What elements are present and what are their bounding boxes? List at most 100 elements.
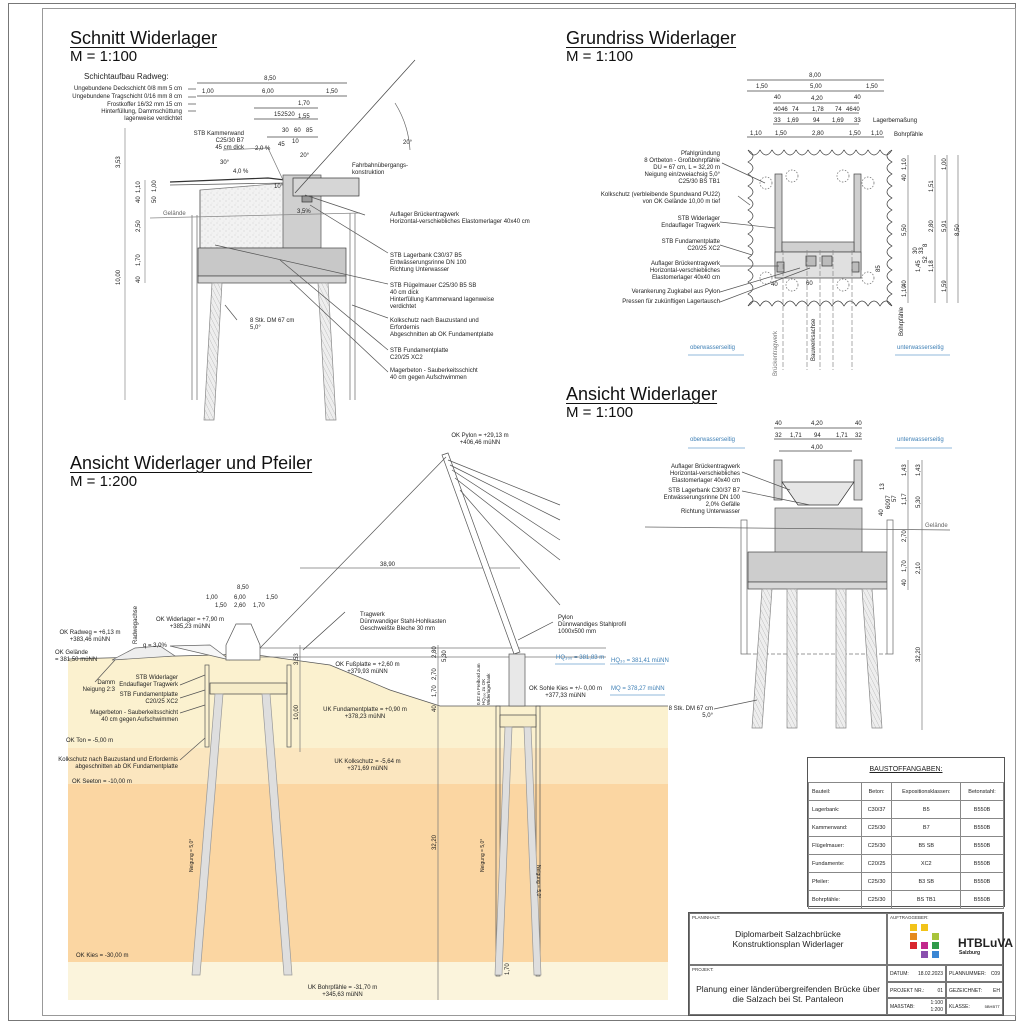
dim: 1,10 [136, 181, 142, 193]
dim: 1,45 [916, 260, 922, 272]
ok-sohle-label: OK Sohle Kies = +/- 0,00 m+377,33 müNN [528, 686, 603, 699]
logo-text: HTBLuVA [958, 936, 1014, 950]
gezeichnet-label: GEZEICHNET: [949, 988, 983, 994]
table-cell: BS TB1 [891, 890, 962, 909]
table-cell: C25/30 [860, 818, 893, 837]
dim: 2,80 [812, 131, 824, 137]
dim: 46 [781, 107, 788, 113]
dim: 33 [854, 118, 861, 124]
dim: 2,60 [234, 603, 246, 609]
angle: 20° [403, 140, 413, 146]
ok-fussplatte-label: OK Fußplatte = +2,60 m+379,93 müNN [335, 662, 400, 675]
dim: 40 [775, 421, 782, 427]
planinhalt-cell: PLANINHALT: Diplomarbeit Salzachbrücke K… [689, 913, 887, 965]
planinhalt-caption: PLANINHALT: [692, 915, 721, 920]
plannummer-value: C09 [990, 971, 1000, 977]
projektnr-value: 01 [937, 988, 943, 994]
dim: 1,43 [902, 464, 908, 476]
side-label-oberwasser: oberwasserseitig [690, 437, 736, 443]
baustoffangaben-table: BAUSTOFFANGABEN: Bauteil: Beton: Exposit… [807, 757, 1005, 909]
angle: 10° [274, 184, 284, 190]
massstab-cell: MAßSTAB: 1:100 1:200 [887, 998, 946, 1015]
dim: 5,30 [916, 496, 922, 508]
dim: 33 [919, 247, 925, 254]
dim: 33 [774, 118, 781, 124]
level-ok-seeton: OK Seeton = -10,00 m [72, 779, 132, 785]
dim: 40 [853, 107, 860, 113]
span-dim: 38,90 [380, 562, 396, 568]
planinhalt-line-1: Diplomarbeit Salzachbrücke [735, 929, 841, 939]
dim: 3,53 [294, 653, 300, 665]
dim: 5,50 [902, 224, 908, 236]
dim: 8,50 [955, 224, 961, 236]
klasse-value: 5BHBTT [984, 1004, 1000, 1009]
table-cell: Bohrpfähle: [808, 890, 862, 909]
dim: 1,10 [871, 131, 883, 137]
table-cell: C20/25 [860, 854, 893, 873]
logo-square [921, 924, 928, 931]
axis-label-brueckentragwerk: Brückentragwerk [773, 330, 779, 376]
massstab-value: 1:200 [930, 1007, 943, 1013]
datum-label: DATUM: [890, 971, 909, 977]
logo-square [910, 942, 917, 949]
dim: 1,70 [253, 603, 265, 609]
axis-label-bohrpfaehle: Bohrpfähle [899, 306, 905, 336]
dim: 2,70 [432, 668, 438, 680]
dim: 50 [152, 196, 158, 203]
dim: 3,53 [116, 156, 122, 168]
dim: 85 [306, 128, 313, 134]
dim: 32,20 [432, 834, 438, 850]
dim: 1,10 [902, 158, 908, 170]
table-cell: C25/30 [860, 836, 893, 855]
dim: 60 [886, 502, 892, 509]
neigung-label: Neigung = 5,0° [535, 865, 541, 899]
uk-kolkschutz-label: UK Kolkschutz = -5,64 m+371,69 müNN [334, 759, 401, 772]
table-cell: B550B [960, 854, 1004, 873]
table-cell: Flügelmauer: [808, 836, 862, 855]
schicht-item: Ungebundene Tragschicht 0/16 mm 8 cm [72, 94, 182, 100]
column-header: Betonstahl: [960, 782, 1004, 801]
logo-square [932, 933, 939, 940]
schicht-item: lagenweise verdichtet [124, 116, 182, 122]
radwegachse-label: Radwegachse [133, 605, 139, 644]
dim: 85 [876, 265, 882, 272]
dim: 8,50 [264, 76, 276, 82]
dim: 4,20 [811, 421, 823, 427]
dim: 40 [774, 95, 781, 101]
dim: 5,30 [442, 650, 448, 662]
dim: 1,43 [916, 464, 922, 476]
dim: 1,69 [832, 118, 844, 124]
dim: 2,50 [136, 220, 142, 232]
bohrpfaehle-label: Bohrpfähle [894, 132, 924, 138]
dim: 15 [274, 112, 281, 118]
table-title: BAUSTOFFANGABEN: [808, 758, 1004, 783]
dim: 40 [774, 107, 781, 113]
level-ok-kies: OK Kies = -30,00 m [76, 953, 129, 959]
section-scale-ansicht-pfeiler: M = 1:200 [70, 473, 138, 490]
dim: 1,71 [836, 433, 848, 439]
ok-widerlager-label: OK Widerlager = +7,90 m+385,23 müNN [155, 617, 225, 630]
grundriss-widerlager-drawing [688, 79, 959, 370]
dim: 1,50 [775, 131, 787, 137]
dim: 1,10 [902, 285, 908, 297]
datum-cell: DATUM: 18.02.2023 [887, 965, 946, 982]
dim: 1,51 [929, 180, 935, 192]
dim: 40 [855, 421, 862, 427]
verankerung-label: Verankerung Zugkabel aus Pylon [631, 289, 720, 295]
dim: 40 [854, 95, 861, 101]
dim: 1,71 [790, 433, 802, 439]
dim: 52 [923, 256, 929, 263]
level-ok-radweg: OK Radweg = +6,13 m+383,46 müNN [59, 630, 121, 643]
ok-pylon-label: OK Pylon = +29,13 m+406,46 müNN [451, 433, 509, 446]
table-cell: C30/37 [860, 800, 893, 819]
massstab-value: 1:100 [930, 1000, 943, 1006]
table-cell: B7 [891, 818, 962, 837]
dim: 20 [288, 112, 295, 118]
projekt-line-1: Planung einer länderübergreifenden Brück… [696, 984, 880, 994]
table-cell: B550B [960, 800, 1004, 819]
uk-bohrpfaehle-label: UK Bohrpfähle = -31,70 m+345,63 müNN [307, 985, 378, 998]
kolkschutz-label: Kolkschutz nach Bauzustand und Erfordern… [58, 757, 178, 770]
